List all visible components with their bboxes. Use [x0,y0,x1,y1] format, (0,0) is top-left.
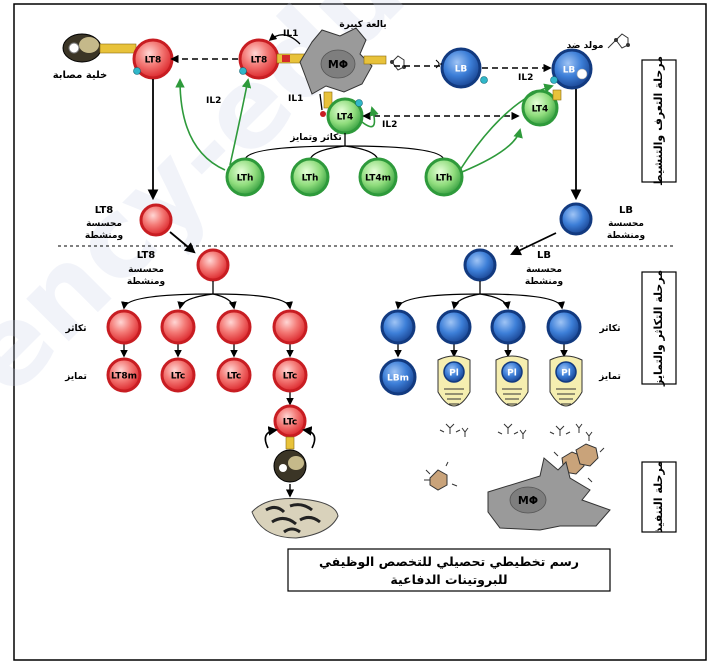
activated-label-lb-upper-l1: محسسة [608,219,644,229]
cell-lb-activated-upper [559,202,593,236]
svg-text:LTh: LTh [302,174,319,184]
phase-box-execution: مرحلة التنفيذ [641,461,677,533]
svg-text:مرحلة التعرف والتنشيط: مرحلة التعرف والتنشيط [652,56,665,186]
cell-ltc-3: LTc [272,357,308,393]
svg-text:MΦ: MΦ [328,58,348,71]
differentiation-label-right: تمايز [598,372,621,382]
il2-right-label: IL2 [518,73,533,83]
svg-text:Pl: Pl [561,369,571,379]
cell-lb-prolif-3 [490,309,526,345]
cell-lt8-top-left: LT8 [132,38,174,80]
caption-line-1: رسم تخطيطي تحصيلي للتخصص الوظيفي [319,554,579,569]
antibodies [439,423,593,441]
plasma-cell-3: Pl [549,355,583,407]
cell-lt8-prolif-2 [160,309,196,345]
svg-text:Pl: Pl [507,369,517,379]
svg-text:مرحلة التنفيذ: مرحلة التنفيذ [652,461,665,533]
lb-label-lower: LB [537,250,551,261]
lysed-cell [251,498,339,539]
lt8-label-lower: LT8 [137,250,156,261]
phase-box-recognition: مرحلة التعرف والتنشيط [641,56,677,186]
top-arrows [147,32,582,256]
svg-text:MΦ: MΦ [518,494,538,507]
il2-left-label: IL2 [206,96,221,106]
cell-lt8-activated-lower [196,248,230,282]
svg-text:Pl: Pl [449,369,459,379]
svg-text:LT8: LT8 [251,56,268,66]
activated-label-upper-l2: ومنشطة [85,231,123,241]
svg-text:LT4: LT4 [337,113,354,123]
cell-lt8-prolif-4 [272,309,308,345]
lb-label-upper: LB [619,205,633,216]
cell-ltc-2: LTc [216,357,252,393]
il2-mid-label: IL2 [382,120,397,130]
plasma-cell-1: Pl [437,355,471,407]
cell-lth-3: LTh [424,157,464,197]
svg-text:LTh: LTh [237,174,254,184]
svg-text:LTc: LTc [283,372,298,382]
prolif-diff-label: تكاثر وتمايز [289,133,341,143]
cell-lb-prolif-4 [546,309,582,345]
activated-label-lower-l2: ومنشطة [127,277,165,287]
differentiation-label-left: تمايز [64,372,87,382]
caption-box: رسم تخطيطي تحصيلي للتخصص الوظيفي للبروتي… [287,548,611,592]
outer-frame [13,3,707,661]
activated-label-upper-l1: محسسة [86,219,122,229]
antigen-label: مولد ضد [567,41,604,51]
cell-ltc-attack: LTc [264,404,316,450]
macrophage-label: بالعة كبيرة [339,20,386,30]
phase-box-multiplication: مرحلة التكاثر والتمايز [641,270,677,387]
svg-text:LT8m: LT8m [111,372,137,382]
cell-lt8-prolif-3 [216,309,252,345]
svg-text:LB: LB [455,65,468,75]
svg-text:LTc: LTc [171,372,186,382]
cell-lb-prolif-2 [436,309,472,345]
cell-lt8-activated-upper [139,203,173,237]
cell-lt8-top-mid: LT8 [238,38,314,80]
cell-lt4-center: LT4 [320,97,364,135]
immune-complex-1 [424,461,458,491]
activated-label-lower-l1: محسسة [128,265,164,275]
il1-mid-label: IL1 [288,94,303,104]
cell-lt8m: LT8m [106,357,142,393]
cell-lb-prolif-1 [380,309,416,345]
svg-text:LT4: LT4 [532,105,549,115]
cell-lb-top-mid: LB [435,47,488,89]
cell-lth-1: LTh [225,157,265,197]
caption-line-2: للبروتينات الدفاعية [390,572,507,587]
cell-lt4m: LT4m [358,157,398,197]
infected-cell-label: خلية مصابة [53,70,108,81]
cell-ltc-1: LTc [160,357,196,393]
antigen-small-2 [607,33,630,49]
plasma-cell-2: Pl [495,355,529,407]
infected-cell-target [273,449,307,483]
cell-lt8-prolif-1 [106,309,142,345]
svg-text:LT8: LT8 [145,56,162,66]
lt8-label-upper: LT8 [95,205,114,216]
cell-lt4-right: LT4 [521,89,562,127]
il1-top-label: IL1 [283,29,298,39]
svg-text:LB: LB [563,66,576,76]
svg-text:LTc: LTc [283,418,298,428]
macrophage-top: MΦ [299,27,387,109]
activated-label-lb-upper-l2: ومنشطة [607,231,645,241]
cell-lbm: LBm [379,358,417,396]
antigen-small-1 [390,55,406,71]
cell-lb-activated-lower [463,248,497,282]
middle-arrows [120,281,568,406]
activated-label-lb-lower-l1: محسسة [526,265,562,275]
cell-lth-2: LTh [290,157,330,197]
infected-cell [62,33,137,63]
activated-label-lb-lower-l2: ومنشطة [525,277,563,287]
svg-text:LTc: LTc [227,372,242,382]
proliferation-label-right: تكاثر [599,324,621,334]
svg-text:LTh: LTh [436,174,453,184]
cell-lb-top-right: LB [550,48,593,90]
proliferation-label-left: تكاثر [65,324,87,334]
svg-text:LT4m: LT4m [365,174,391,184]
svg-text:LBm: LBm [387,374,409,384]
svg-text:مرحلة التكاثر والتمايز: مرحلة التكاثر والتمايز [652,270,665,387]
macrophage-bottom: MΦ [487,457,611,531]
